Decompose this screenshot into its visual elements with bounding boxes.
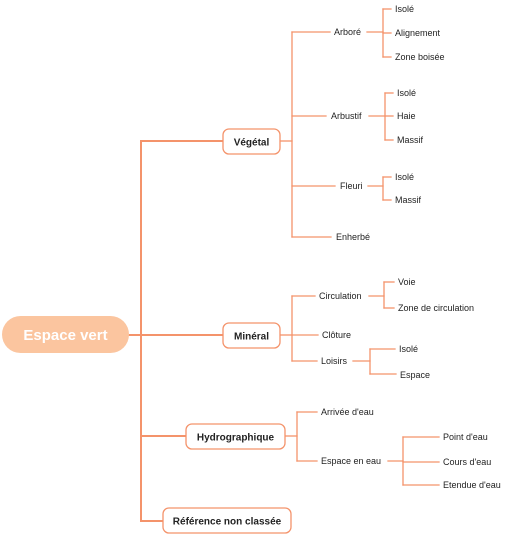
leaf-arbore-zone-boisee[interactable]: Zone boisée (395, 52, 445, 62)
node-espace-en-eau[interactable]: Espace en eau (321, 456, 381, 466)
branch-node-box (162, 507, 292, 534)
branch-node-box (222, 128, 281, 155)
branch-node-label: Minéral (234, 332, 269, 343)
leaf-fleuri-isole[interactable]: Isolé (395, 172, 414, 182)
node-cloture[interactable]: Clôture (322, 330, 351, 340)
branch-node-mineral[interactable]: Minéral (222, 322, 281, 349)
leaf-arbustif-massif[interactable]: Massif (397, 135, 424, 145)
branch-node-label: Hydrographique (197, 433, 275, 444)
branch-node-label: Référence non classée (173, 517, 282, 528)
root-node[interactable]: Espace vert (2, 316, 129, 353)
leaf-arbore-isole[interactable]: Isolé (395, 4, 414, 14)
root-node-box (2, 316, 129, 353)
branch-node-box (222, 322, 281, 349)
leaf-arbustif-isole[interactable]: Isolé (397, 88, 416, 98)
node-fleuri[interactable]: Fleuri (340, 181, 363, 191)
branch-node-label: Végétal (234, 138, 270, 149)
branch-node-reference-non-classee[interactable]: Référence non classée (162, 507, 292, 534)
node-loisirs[interactable]: Loisirs (321, 356, 348, 366)
leaf-cours-eau[interactable]: Cours d'eau (443, 457, 491, 467)
branch-node-hydrographique[interactable]: Hydrographique (185, 423, 286, 450)
root-node-label: Espace vert (23, 327, 107, 344)
leaf-etendue-eau[interactable]: Etendue d'eau (443, 480, 501, 490)
leaf-point-eau[interactable]: Point d'eau (443, 432, 488, 442)
node-arbustif[interactable]: Arbustif (331, 111, 362, 121)
branch-node-vegetal[interactable]: Végétal (222, 128, 281, 155)
node-circulation[interactable]: Circulation (319, 291, 362, 301)
node-arbore[interactable]: Arboré (334, 27, 361, 37)
connector-lines (128, 8, 440, 522)
leaf-arbore-alignement[interactable]: Alignement (395, 28, 441, 38)
node-arrivee-eau[interactable]: Arrivée d'eau (321, 407, 374, 417)
leaf-fleuri-massif[interactable]: Massif (395, 195, 422, 205)
leaf-loisirs-espace[interactable]: Espace (400, 370, 430, 380)
leaf-circulation-zone[interactable]: Zone de circulation (398, 303, 474, 313)
leaf-loisirs-isole[interactable]: Isolé (399, 344, 418, 354)
leaf-circulation-voie[interactable]: Voie (398, 277, 416, 287)
leaf-arbustif-haie[interactable]: Haie (397, 111, 416, 121)
node-enherbe[interactable]: Enherbé (336, 232, 370, 242)
branch-node-box (185, 423, 286, 450)
